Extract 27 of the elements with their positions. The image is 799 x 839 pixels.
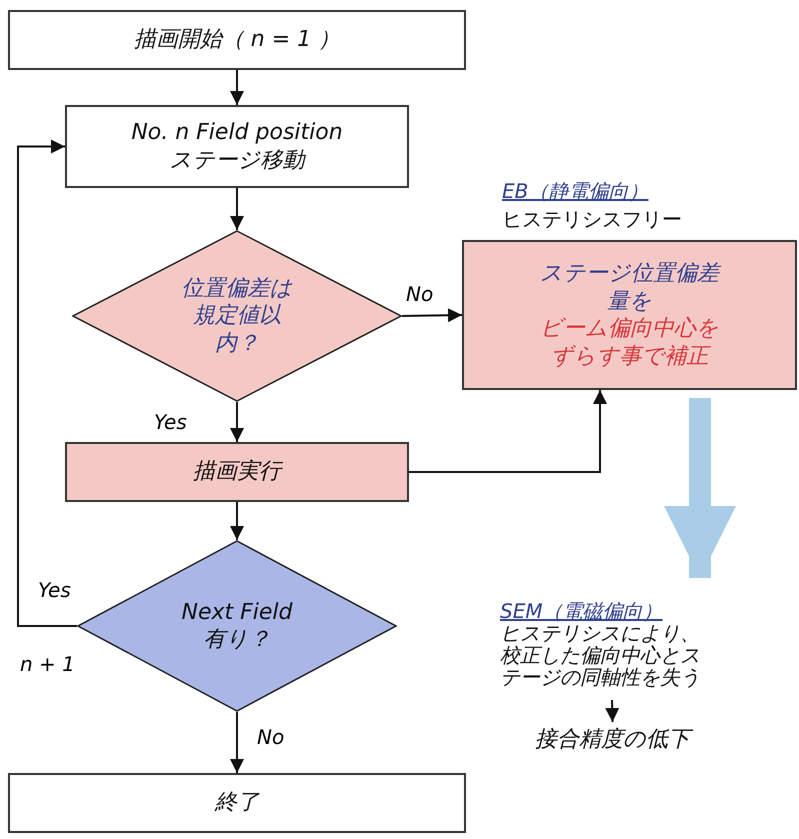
process-box bbox=[462, 240, 797, 390]
process-box bbox=[65, 105, 409, 188]
arrow bbox=[230, 502, 244, 540]
arrow bbox=[402, 308, 462, 322]
process-box bbox=[8, 10, 466, 70]
node-text: 終了 bbox=[215, 789, 259, 817]
note-heading: SEM（電磁偏向） bbox=[500, 600, 663, 622]
arrow bbox=[230, 70, 244, 105]
arrow bbox=[605, 700, 620, 722]
note-text: ヒステリシスにより、校正した偏向中心とステージの同軸性を失う bbox=[500, 622, 701, 688]
node-text: 有り？ bbox=[204, 626, 270, 654]
process-box bbox=[65, 442, 409, 502]
arrow bbox=[17, 140, 77, 627]
node-text: Next Field bbox=[181, 598, 292, 626]
node-text: No. n Field position bbox=[131, 119, 343, 146]
arrow bbox=[230, 188, 244, 230]
arrow bbox=[230, 712, 244, 773]
node-text: 描画実行 bbox=[193, 458, 281, 486]
arrow bbox=[230, 402, 244, 442]
arrow bbox=[409, 390, 607, 473]
node-text: 位置偏差は規定値以内？ bbox=[180, 274, 294, 358]
block-arrow bbox=[664, 398, 736, 578]
node-text: ステージ位置偏差量を bbox=[539, 260, 722, 315]
process-box bbox=[8, 773, 466, 833]
node-text: ビーム偏向中心をずらす事で補正 bbox=[539, 315, 720, 370]
node-text: 描画開始（ n = 1 ） bbox=[134, 26, 340, 54]
node-text: ステージ移動 bbox=[170, 146, 304, 174]
